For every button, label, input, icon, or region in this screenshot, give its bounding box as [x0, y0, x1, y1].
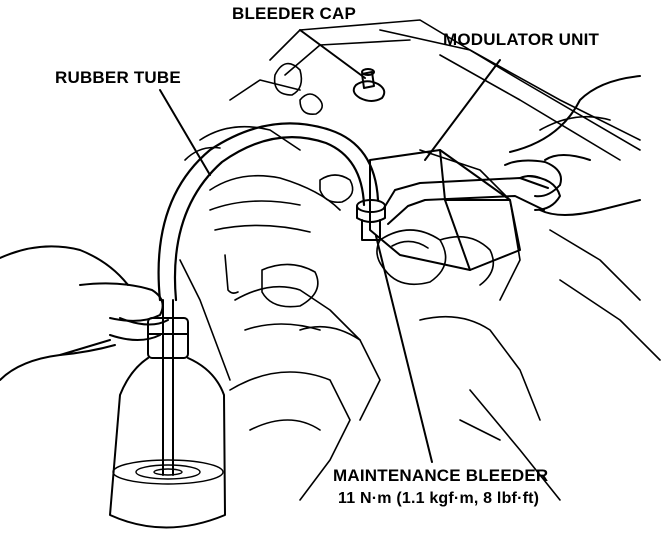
bleeder-cap-part — [352, 68, 386, 102]
label-maintenance-bleeder: MAINTENANCE BLEEDER — [333, 466, 549, 485]
engine-background — [179, 19, 661, 501]
label-modulator-unit: MODULATOR UNIT — [443, 30, 600, 49]
rubber-tube-part — [157, 122, 380, 302]
left-hand — [0, 245, 169, 381]
leader-modulator-unit — [424, 59, 501, 161]
leader-maintenance-bleeder — [375, 235, 433, 463]
right-hand — [504, 75, 641, 216]
leader-lines — [159, 29, 501, 463]
label-torque-spec: 11 N·m (1.1 kgf·m, 8 lbf·ft) — [338, 490, 540, 507]
label-rubber-tube: RUBBER TUBE — [55, 68, 181, 87]
leader-bleeder-cap — [299, 29, 366, 79]
catch-bottle — [109, 299, 226, 529]
label-bleeder-cap: BLEEDER CAP — [232, 4, 357, 23]
leader-rubber-tube — [159, 89, 211, 176]
